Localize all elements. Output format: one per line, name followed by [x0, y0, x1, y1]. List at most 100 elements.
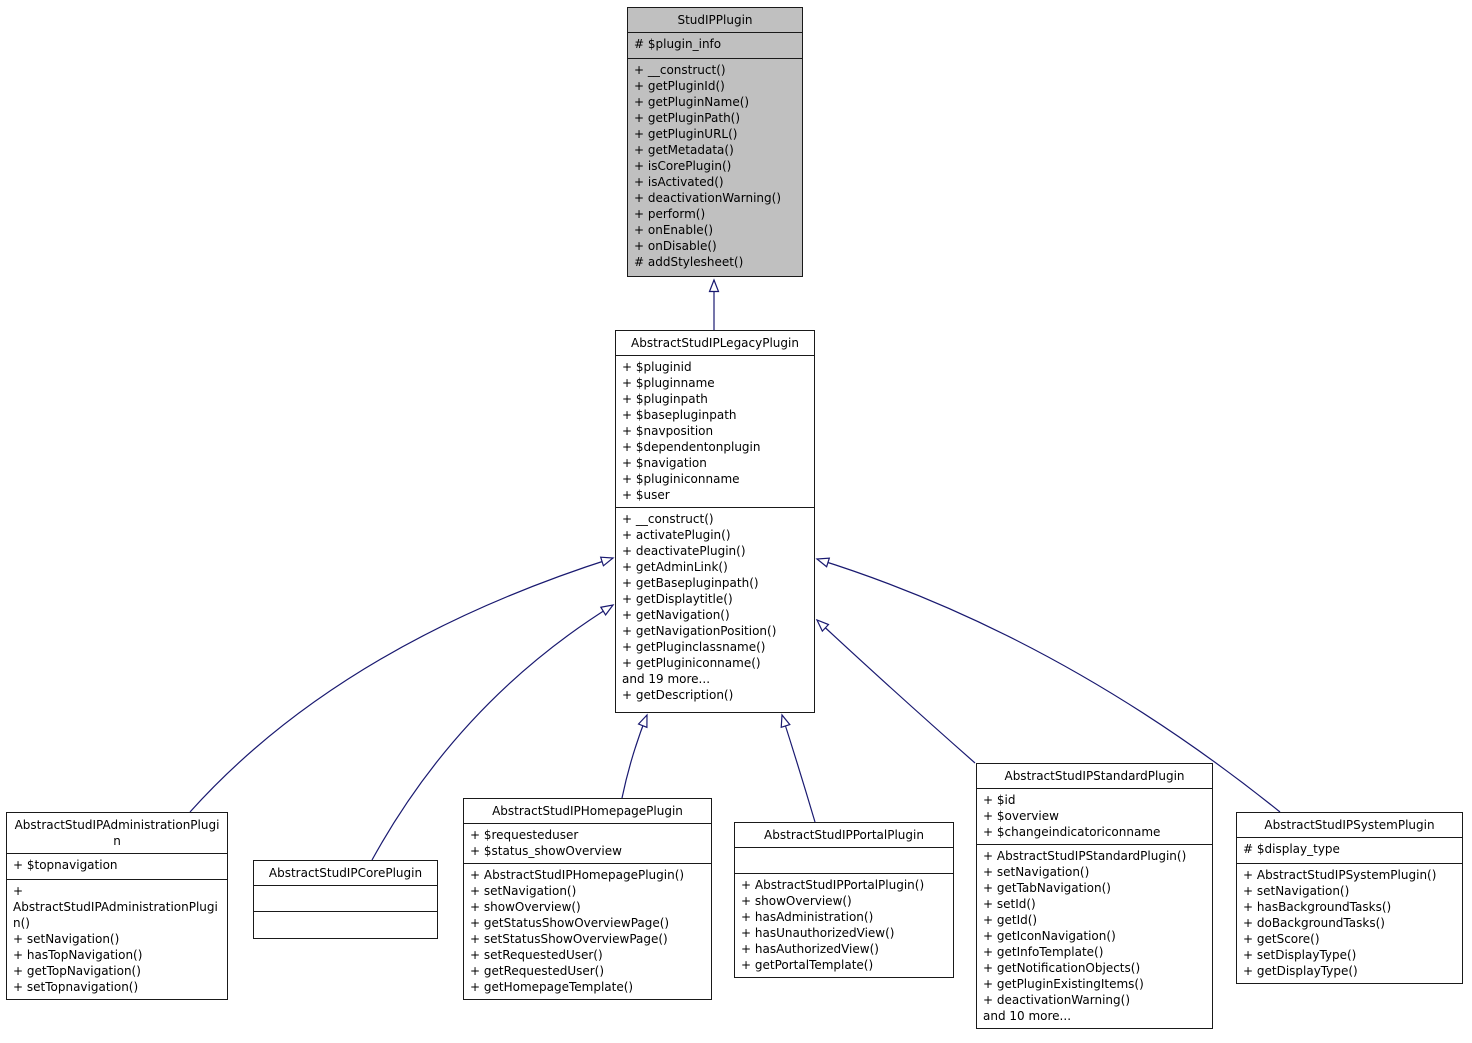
class-member: + $basepluginpath [622, 408, 737, 422]
class-member: + hasUnauthorizedView() [741, 926, 895, 940]
class-attributes [735, 848, 953, 874]
class-member: + getMetadata() [634, 143, 734, 157]
class-member: + setNavigation() [470, 884, 577, 898]
class-methods: + AbstractStudIPAdministrationPlugin() + … [7, 880, 227, 999]
class-box-standard[interactable]: AbstractStudIPStandardPlugin + $id+ $ove… [976, 763, 1213, 1029]
class-member: + activatePlugin() [622, 528, 731, 542]
class-member: + getHomepageTemplate() [470, 980, 634, 994]
class-title: AbstractStudIPSystemPlugin [1237, 813, 1462, 838]
class-member: + getId() [983, 913, 1038, 927]
class-member: # addStylesheet() [634, 255, 744, 269]
class-attributes: # $plugin_info [628, 33, 802, 59]
class-member: + getStatusShowOverviewPage() [470, 916, 670, 930]
class-box-legacy[interactable]: AbstractStudIPLegacyPlugin + $pluginid + … [615, 330, 815, 713]
class-member: + getPluginName() [634, 95, 750, 109]
class-member: + onEnable() [634, 223, 714, 237]
class-member: + hasTopNavigation() [13, 948, 143, 962]
class-member: + setTopnavigation() [13, 980, 139, 994]
class-member: + $overview [983, 809, 1059, 823]
class-member: + AbstractStudIPAdministrationPlugin() [13, 884, 218, 930]
class-member: + $topnavigation [13, 858, 118, 872]
class-member: + getPluginiconname() [622, 656, 761, 670]
class-member: + $navigation [622, 456, 707, 470]
class-member: + getPluginclassname() [622, 640, 766, 654]
class-member: # $display_type [1243, 842, 1340, 856]
class-member: + getPluginPath() [634, 111, 741, 125]
class-member: + getAdminLink() [622, 560, 728, 574]
class-member: + $requesteduser [470, 828, 579, 842]
class-member: + $pluginiconname [622, 472, 740, 486]
class-member: + getIconNavigation() [983, 929, 1116, 943]
class-member: + perform() [634, 207, 706, 221]
class-member: + getTabNavigation() [983, 881, 1111, 895]
class-title: StudIPPlugin [628, 8, 802, 33]
class-member: + showOverview() [470, 900, 581, 914]
class-methods: + AbstractStudIPPortalPlugin() + showOver… [735, 874, 953, 977]
class-attributes: # $display_type [1237, 838, 1462, 864]
class-methods: + AbstractStudIPStandardPlugin() + setNav… [977, 845, 1212, 1028]
class-member: + doBackgroundTasks() [1243, 916, 1385, 930]
class-member: + deactivationWarning() [634, 191, 781, 205]
class-member: + $pluginname [622, 376, 715, 390]
class-title: AbstractStudIPHomepagePlugin [464, 799, 711, 824]
class-title: AbstractStudIPStandardPlugin [977, 764, 1212, 789]
edge-standard-to-legacy [817, 620, 976, 764]
class-box-core[interactable]: AbstractStudIPCorePlugin [253, 860, 438, 939]
class-box-portal[interactable]: AbstractStudIPPortalPlugin + AbstractStu… [734, 822, 954, 978]
class-member: + deactivationWarning() [983, 993, 1130, 1007]
class-methods: + AbstractStudIPSystemPlugin()+ setNavig… [1237, 864, 1462, 983]
class-box-studipplugin[interactable]: StudIPPlugin # $plugin_info + __construc… [627, 7, 803, 277]
class-member: + isCorePlugin() [634, 159, 732, 173]
class-member: + showOverview() [741, 894, 852, 908]
class-member: + $dependentonplugin [622, 440, 761, 454]
class-member: and 19 more... [622, 672, 711, 686]
class-methods: + __construct()+ getPluginId()+ getPlugi… [628, 59, 802, 274]
edge-portal-to-legacy [782, 715, 816, 823]
class-member: + getPortalTemplate() [741, 958, 874, 972]
class-member: + getBasepluginpath() [622, 576, 759, 590]
class-attributes: + $id+ $overview+ $changeindicatoriconna… [977, 789, 1212, 845]
class-member: + $pluginpath [622, 392, 708, 406]
class-methods: + __construct() + activatePlugin() + deact… [616, 508, 814, 707]
class-member: + setRequestedUser() [470, 948, 603, 962]
class-attributes: + $topnavigation [7, 854, 227, 880]
class-member: + getInfoTemplate() [983, 945, 1104, 959]
class-member: + setDisplayType() [1243, 948, 1357, 962]
class-title: AbstractStudIPAdministrationPlugin [7, 813, 227, 854]
class-member: + __construct() [622, 512, 714, 526]
class-member: + getPluginId() [634, 79, 725, 93]
class-member: # $plugin_info [634, 37, 722, 51]
class-member: + AbstractStudIPSystemPlugin() [1243, 868, 1437, 882]
class-methods [254, 912, 437, 938]
edge-administration-to-legacy [189, 558, 613, 813]
edge-homepage-to-legacy [621, 715, 647, 799]
class-member: + getNavigationPosition() [622, 624, 777, 638]
class-member: + getDescription() [622, 688, 734, 702]
class-member: + getPluginExistingItems() [983, 977, 1144, 991]
class-member: and 10 more... [983, 1009, 1072, 1023]
class-member: + deactivatePlugin() [622, 544, 746, 558]
class-title: AbstractStudIPLegacyPlugin [616, 331, 814, 356]
class-member: + hasAuthorizedView() [741, 942, 879, 956]
class-attributes: + $requesteduser + $status_showOverview [464, 824, 711, 864]
class-member: + getDisplaytitle() [622, 592, 733, 606]
class-attributes [254, 886, 437, 912]
class-member: + hasBackgroundTasks() [1243, 900, 1392, 914]
class-box-administration[interactable]: AbstractStudIPAdministrationPlugin + $to… [6, 812, 228, 1000]
class-member: + $changeindicatoriconname [983, 825, 1161, 839]
class-member: + getPluginURL() [634, 127, 738, 141]
class-member: + $pluginid [622, 360, 692, 374]
class-member: + AbstractStudIPStandardPlugin() [983, 849, 1187, 863]
class-member: + setNavigation() [983, 865, 1090, 879]
class-member: + isActivated() [634, 175, 724, 189]
class-member: + AbstractStudIPPortalPlugin() [741, 878, 925, 892]
class-box-homepage[interactable]: AbstractStudIPHomepagePlugin + $requeste… [463, 798, 712, 1000]
class-member: + getRequestedUser() [470, 964, 605, 978]
class-title: AbstractStudIPCorePlugin [254, 861, 437, 886]
class-box-system[interactable]: AbstractStudIPSystemPlugin # $display_ty… [1236, 812, 1463, 984]
class-member: + getNotificationObjects() [983, 961, 1141, 975]
class-member: + getNavigation() [622, 608, 730, 622]
class-member: + $user [622, 488, 670, 502]
class-member: + $status_showOverview [470, 844, 622, 858]
